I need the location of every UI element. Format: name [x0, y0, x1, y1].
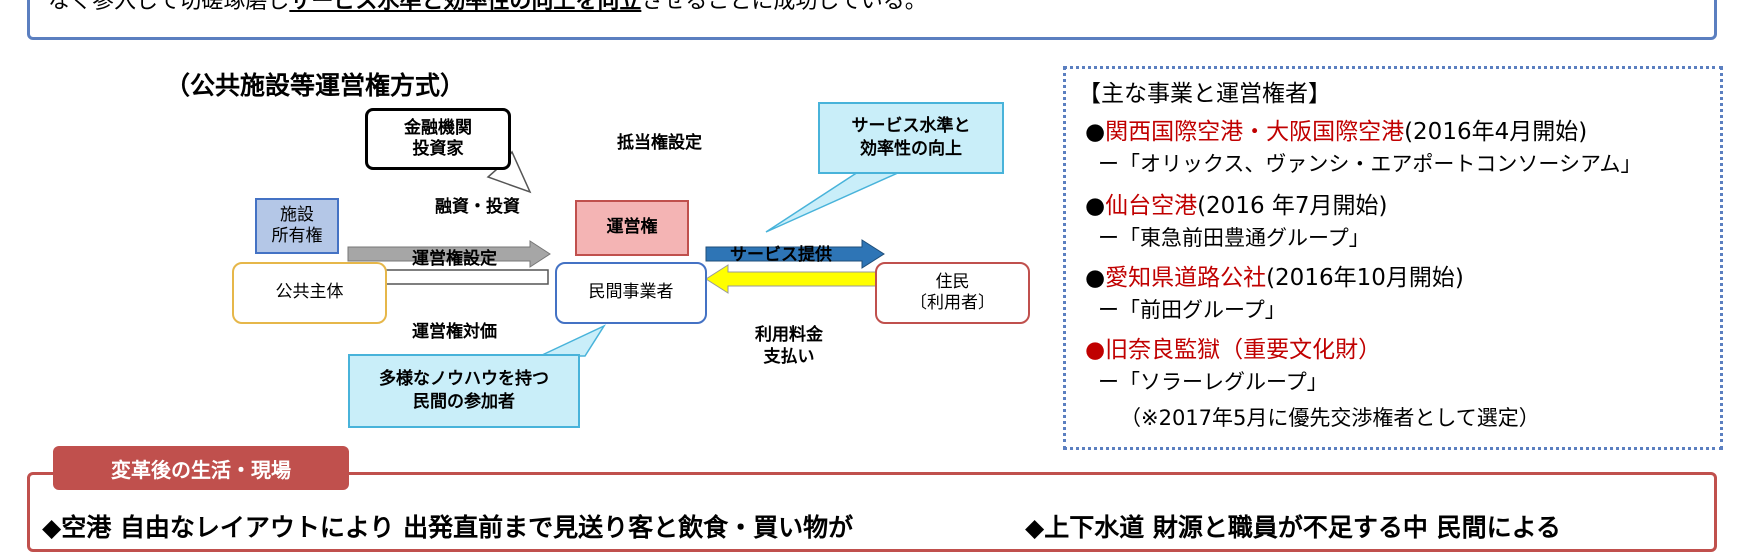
right-setting-label: 運営権設定 — [412, 249, 497, 269]
service-provision-label: サービス提供 — [730, 245, 832, 265]
public-body-box: 公共主体 — [232, 262, 387, 324]
service-provision-arrow — [705, 239, 885, 269]
private-callout-tail — [539, 324, 607, 357]
finance-invest-label: 融資・投資 — [435, 197, 520, 217]
project-item: ●関西国際空港・大阪国際空港(2016年4月開始) — [1085, 119, 1588, 145]
facility-ownership-box: 施設所有権 — [255, 198, 339, 254]
project-operator: ー「オリックス、ヴァンシ・エアポートコンソーシアム」 — [1098, 152, 1642, 176]
project-item: ●仙台空港(2016 年7月開始) — [1085, 193, 1388, 219]
project-item: ●旧奈良監獄（重要文化財） — [1085, 337, 1382, 363]
diagram-title: （公共施設等運営権方式） — [165, 71, 466, 100]
residents-box: 住民〔利用者〕 — [875, 262, 1030, 324]
operating-right-box: 運営権 — [575, 200, 689, 256]
right-setting-arrow — [347, 240, 551, 268]
private-operator-box: 民間事業者 — [555, 262, 707, 324]
bottom-left-text: ◆空港 自由なレイアウトにより 出発直前まで見送り客と飲食・買い物が — [42, 513, 854, 542]
right-price-label: 運営権対価 — [412, 322, 497, 342]
main-projects-panel — [1063, 66, 1723, 450]
after-reform-tab: 変革後の生活・現場 — [53, 446, 349, 490]
project-operator: ー「前田グループ」 — [1098, 298, 1286, 322]
fee-arrow — [705, 264, 885, 294]
summary-text: なく参入して切磋琢磨しサービス水準と効率性の向上を向立させることに成功している。 — [48, 0, 927, 14]
fee-label: 利用料金支払い — [755, 325, 823, 368]
bottom-right-text: ◆上下水道 財源と職員が不足する中 民間による — [1025, 513, 1561, 542]
mortgage-label: 抵当権設定 — [617, 133, 702, 153]
service-efficiency-callout: サービス水準と効率性の向上 — [818, 102, 1004, 174]
project-note: （※2017年5月に優先交渉権者として選定） — [1120, 406, 1540, 430]
project-item: ●愛知県道路公社(2016年10月開始) — [1085, 265, 1464, 291]
summary-box: なく参入して切磋琢磨しサービス水準と効率性の向上を向立させることに成功している。 — [27, 0, 1717, 40]
service-callout-tail — [765, 171, 901, 233]
project-operator: ー「東急前田豊通グループ」 — [1098, 226, 1370, 250]
financial-institution-box: 金融機関投資家 — [365, 108, 511, 170]
project-operator: ー「ソラーレグループ」 — [1098, 370, 1328, 394]
private-participant-callout: 多様なノウハウを持つ民間の参加者 — [348, 354, 580, 428]
panel-heading: 【主な事業と運営権者】 — [1078, 81, 1331, 107]
